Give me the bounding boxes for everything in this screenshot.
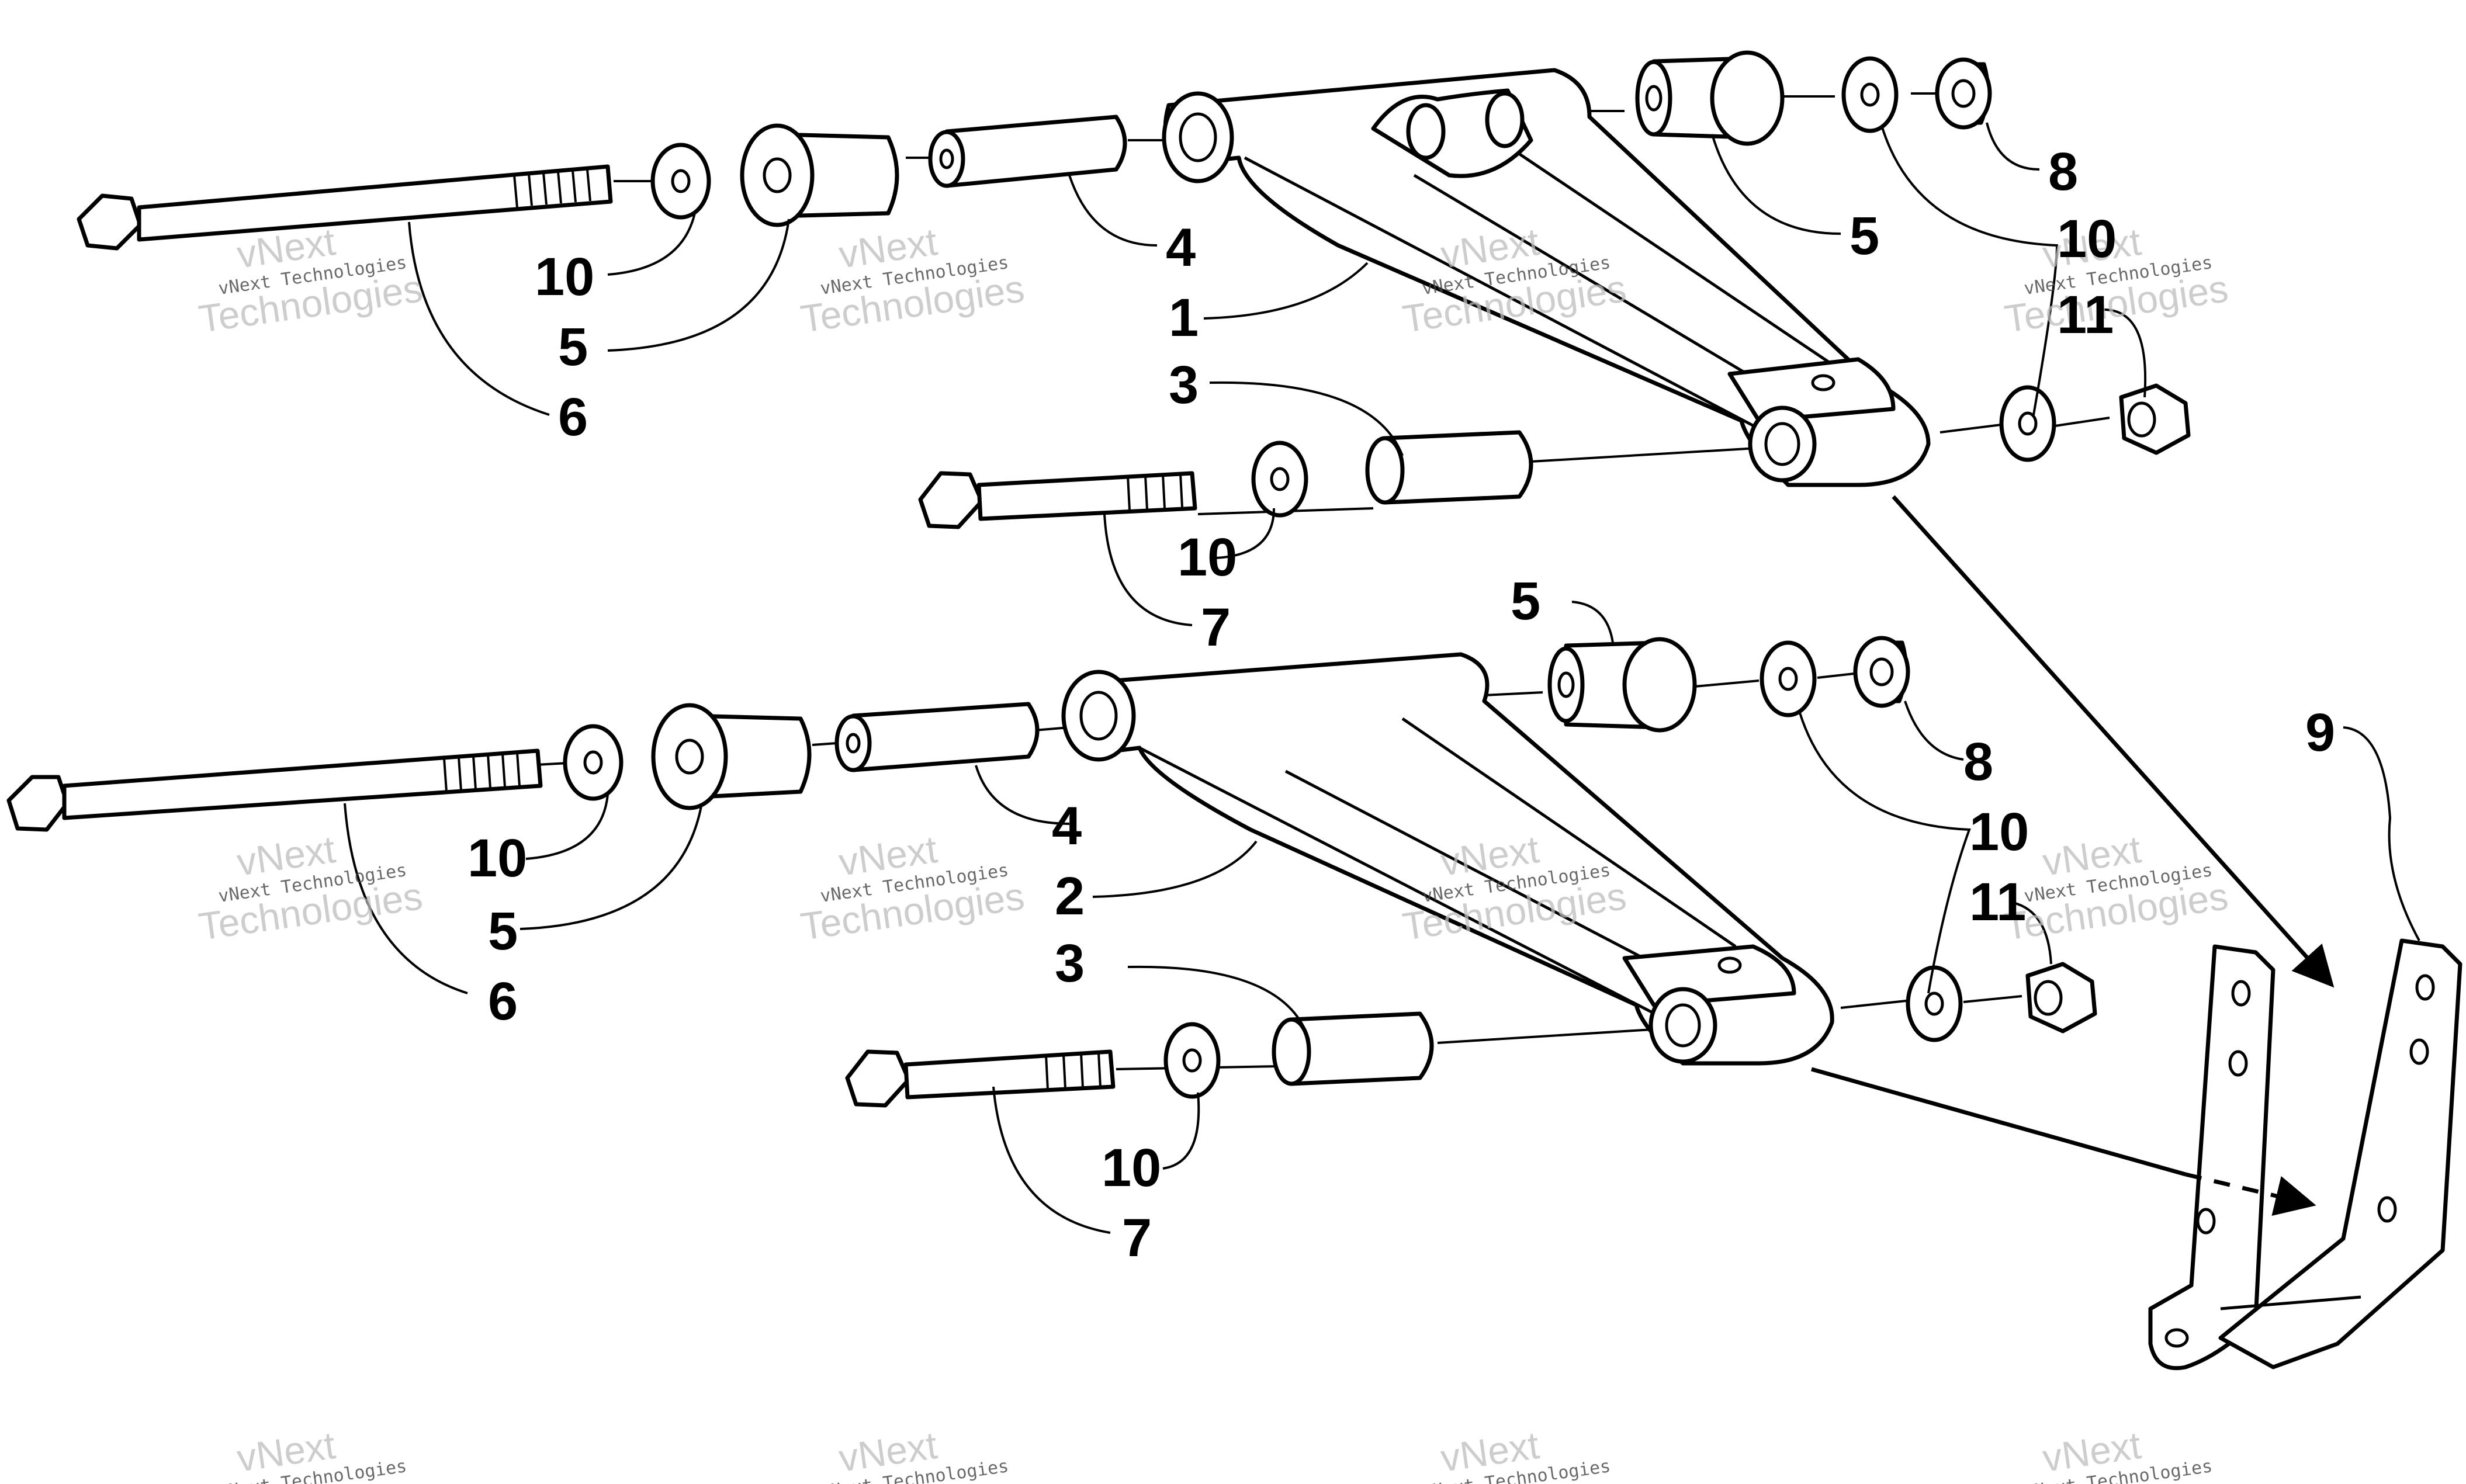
leader-lines <box>344 122 2420 1234</box>
assembly-arrow <box>1811 1067 2186 1177</box>
bushing <box>651 703 812 810</box>
watermark: vNext vNext Technologies Technologies <box>1400 220 1629 341</box>
callout-washer: 10 <box>535 247 594 307</box>
washer <box>1999 385 2056 462</box>
watermark: vNext vNext Technologies <box>819 1423 1010 1484</box>
washer <box>1760 640 1817 717</box>
callout-washer: 10 <box>1969 802 2029 862</box>
callout-spacer: 3 <box>1169 355 1199 415</box>
spacer <box>1272 1011 1434 1086</box>
bushing <box>1635 50 1785 146</box>
watermark: vNext vNext Technologies <box>1421 1423 1612 1484</box>
cap <box>1853 636 1910 708</box>
watermark: vNext vNext Technologies Technologies <box>798 220 1027 341</box>
watermark: vNext vNext Technologies <box>2022 1423 2214 1484</box>
assembly-axis <box>2051 417 2110 428</box>
callout-sleeve: 4 <box>1052 796 1082 856</box>
callout-labels: 1 3 4 5 5 10 6 8 10 11 10 7 5 2 3 4 10 5… <box>467 142 2335 1268</box>
callout-bushing: 5 <box>1511 571 1540 631</box>
washer <box>1906 965 1963 1042</box>
callout-cap: 8 <box>2048 142 2078 202</box>
callout-cap: 8 <box>1963 732 1993 792</box>
callout-short-bolt: 7 <box>1201 598 1231 657</box>
upper-control-arm <box>1162 68 1931 487</box>
callout-washer: 10 <box>1177 528 1237 587</box>
short-bolt <box>918 471 1197 529</box>
upper-assembly <box>77 50 2191 529</box>
callout-upper-arm: 1 <box>1169 288 1199 348</box>
cap <box>1935 57 1992 130</box>
washer <box>650 143 711 220</box>
watermark: vNext vNext Technologies <box>217 1423 408 1484</box>
callout-spacer: 3 <box>1055 934 1085 993</box>
callout-bracket: 9 <box>2305 703 2335 762</box>
sleeve <box>834 702 1040 772</box>
bracket <box>2148 938 2462 1371</box>
callout-long-bolt: 6 <box>558 387 588 447</box>
watermark: vNext vNext Technologies Technologies <box>196 827 425 948</box>
callout-bushing: 5 <box>1850 206 1879 266</box>
sleeve <box>928 115 1127 188</box>
nut <box>2119 383 2191 455</box>
callout-lower-arm: 2 <box>1055 866 1085 926</box>
assembly-arrow <box>2185 1172 2316 1216</box>
callout-bushing: 5 <box>488 902 518 961</box>
assembly-axis <box>1939 422 2011 434</box>
lower-assembly <box>6 636 2097 1108</box>
assembly-axis <box>1530 446 1777 463</box>
bushing <box>1547 637 1697 733</box>
callout-short-bolt: 7 <box>1122 1208 1152 1268</box>
callout-bushing: 5 <box>558 317 588 377</box>
assembly-axis <box>1963 995 2022 1003</box>
callout-nut: 11 <box>2057 285 2114 345</box>
callout-washer: 10 <box>467 828 527 888</box>
callout-long-bolt: 6 <box>488 972 518 1031</box>
assembly-axis <box>1484 691 1543 696</box>
washer <box>563 724 624 801</box>
lower-control-arm <box>1061 652 1834 1066</box>
assembly-arrow <box>1892 495 2335 988</box>
long-bolt <box>77 164 613 251</box>
long-bolt <box>6 748 543 832</box>
washer <box>1251 441 1308 518</box>
washer <box>1163 1022 1221 1099</box>
short-bolt <box>845 1049 1116 1108</box>
callout-sleeve: 4 <box>1166 218 1196 278</box>
assembly-axis <box>1694 679 1760 688</box>
nut <box>2025 962 2097 1034</box>
assembly-axis <box>1437 1027 1672 1044</box>
watermark: vNext vNext Technologies Technologies <box>2002 827 2231 948</box>
bushing <box>740 123 899 227</box>
callout-washer: 10 <box>1102 1138 1161 1198</box>
washer <box>1841 56 1899 133</box>
callout-washer: 10 <box>2057 209 2117 269</box>
callout-nut: 11 <box>1969 872 2026 932</box>
watermark: vNext vNext Technologies Technologies <box>798 827 1027 948</box>
spacer <box>1365 430 1533 505</box>
